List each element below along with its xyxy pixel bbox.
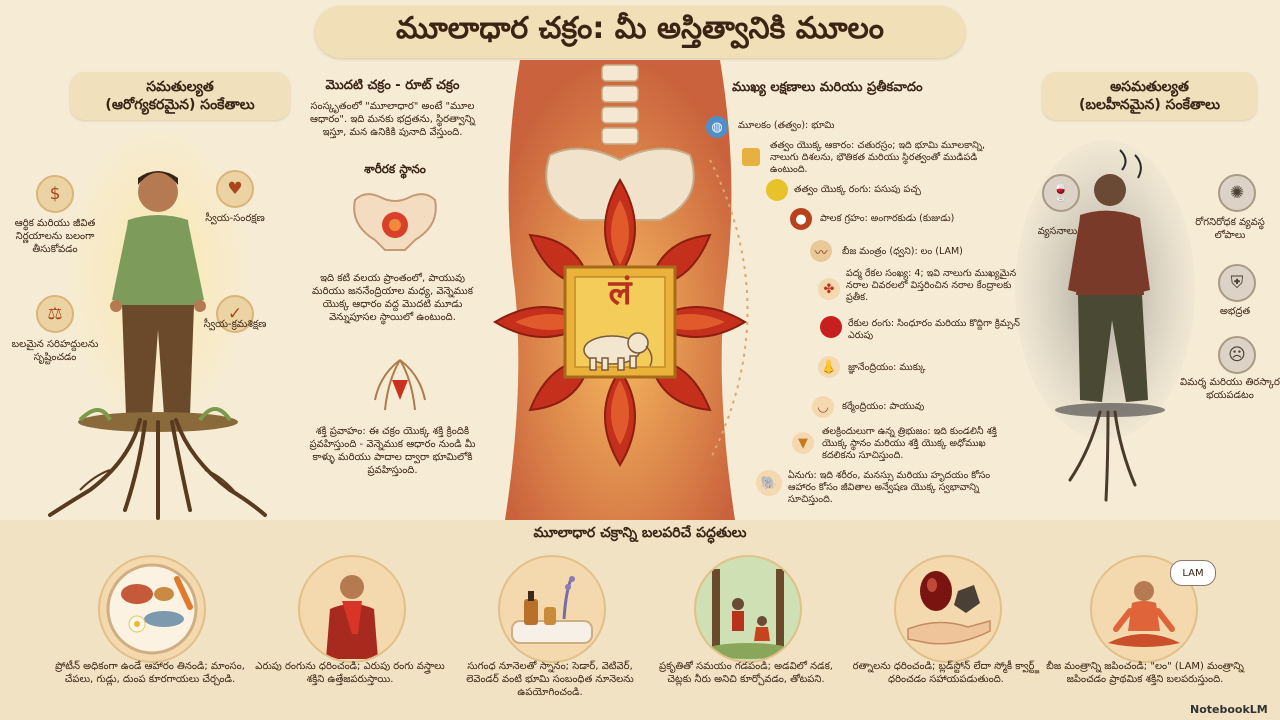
downward-energy-icon [374, 359, 426, 411]
bottle-icon: 🍷 [1042, 174, 1080, 212]
virus-icon: ✺ [1218, 174, 1256, 212]
method-text-6: బీజ మంత్రాన్ని జపించండి; "లం" (LAM) మంత్… [1046, 661, 1244, 685]
title-banner: మూలాధార చక్రం: మీ అస్తిత్వానికి మూలం [315, 6, 965, 58]
heart-hands-icon: ♥ [216, 170, 254, 208]
shield-check-icon: ✓ [216, 295, 254, 333]
symbol-item-triangle: తలక్రిందులుగా ఉన్న త్రిభుజం: ఇది కుండలిన… [822, 426, 997, 461]
imbalance-heading-line1: అసమతుల్యత [1110, 79, 1189, 95]
lam-speech-bubble: LAM [1170, 560, 1216, 586]
imbalance-item-3: అభద్రత [1219, 306, 1251, 317]
square-icon [742, 148, 760, 166]
pelvis-illustration [353, 193, 437, 251]
symbol-item-bija: బీజ మంత్రం (ధ్వని): లం (LAM) [842, 246, 963, 257]
root-chakra-illustration [493, 60, 747, 520]
bija-mantra-glyph: लं [608, 273, 632, 313]
method-text-5: రత్నాలను ధరించండి; బ్లడ్‌స్టోన్ లేదా స్మ… [852, 661, 1040, 685]
oil-bath-icon [498, 555, 606, 663]
method-text-4: ప్రకృతితో సమయం గడపండి; అడవిలో నడక, చెట్ల… [659, 661, 833, 685]
coins-icon: $ [36, 175, 74, 213]
pelvis-icon: ◡ [812, 396, 834, 418]
symbol-item-color: తత్వం యొక్క రంగు: పసుపు పచ్చ [794, 184, 921, 195]
symbol-item-planet: పాలక గ్రహం: అంగారకుడు (కుజుడు) [820, 213, 955, 224]
symbol-item-element: మూలకం (తత్వం): భూమి [738, 120, 835, 131]
yellow-dot-icon [766, 179, 788, 201]
methods-band [0, 520, 1280, 720]
planet-icon: ● [790, 208, 812, 230]
symbol-item-sense: జ్ఞానేంద్రియం: ముక్కు [848, 362, 926, 373]
imbalance-heading-line2: (బలహీనమైన) సంకేతాలు [1079, 97, 1220, 113]
method-text-2: ఎరుపు రంగును ధరించండి; ఎరుపు రంగు వస్త్ర… [255, 661, 445, 685]
imbalance-item-4: విమర్శ మరియు తిరస్కార భయపడటం [1180, 377, 1280, 401]
globe-icon: ◍ [706, 116, 728, 138]
balance-panel-heading: సమతుల్యత (ఆరోగ్యకరమైన) సంకేతాలు [70, 72, 290, 120]
nose-icon: 👃 [818, 356, 840, 378]
first-chakra-text: సంస్కృతంలో "మూలాధార" అంటే "మూల ఆధారం". ఇ… [310, 101, 475, 138]
first-chakra-heading: మొదటి చక్రం - రూట్ చక్రం [325, 78, 460, 93]
shield-broken-icon: ⛨ [1218, 264, 1256, 302]
physical-location-text: ఇది కటి వలయ ప్రాంతంలో, పాయువు మరియు జననే… [311, 273, 473, 323]
balance-item-1: ఆర్థిక మరియు జీవిత నిర్ణయాలను బలంగా తీసు… [14, 218, 96, 255]
balance-item-3: బలమైన సరిహద్దులను సృష్టించడం [11, 339, 99, 363]
symbol-item-shape: తత్వం యొక్క ఆకారం: చతురస్రం; ఇది భూమి మూ… [770, 140, 986, 175]
scales-icon: ⚖ [36, 295, 74, 333]
symbol-item-elephant: ఏనుగు: ఇది శరీరం, మనస్సు మరియు హృదయం కోస… [788, 470, 991, 505]
symbolism-heading: ముఖ్య లక్షణాలు మరియు ప్రతీకవాదం [732, 80, 923, 95]
four-petal-icon: ✤ [818, 278, 840, 300]
energy-flow-text: శక్తి ప్రవాహం: ఈ చక్రం యొక్క శక్తి క్రిం… [309, 426, 476, 476]
notebooklm-watermark: NotebookLM [1190, 703, 1268, 716]
grounded-person-illustration [48, 130, 267, 520]
page-title: మూలాధార చక్రం: మీ అస్తిత్వానికి మూలం [396, 11, 884, 46]
food-plate-icon [98, 555, 206, 663]
sound-wave-icon: 〰 [810, 240, 832, 262]
symbol-item-petals: పద్మ రేకల సంఖ్య: 4; ఇవి నాలుగు ముఖ్యమైన … [846, 268, 1017, 303]
imbalance-item-1: వ్యసనాలు [1037, 226, 1078, 237]
method-text-1: ప్రోటీన్ అధికంగా ఉండే ఆహారం తినండి; మాంస… [55, 661, 245, 685]
balance-item-4: స్వీయ-క్రమశిక్షణ [203, 319, 267, 330]
nature-walk-icon [694, 555, 802, 663]
triangle-icon: ▼ [792, 432, 814, 454]
balance-item-2: స్వీయ-సంరక్షణ [205, 213, 265, 224]
red-clothing-icon [298, 555, 406, 663]
method-text-3: సుగంధ నూనెలతో స్నానం; సెడార్, వెటివెర్, … [466, 661, 634, 698]
elephant-icon: 🐘 [756, 470, 782, 496]
red-dot-icon [820, 316, 842, 338]
imbalance-panel-heading: అసమతుల్యత (బలహీనమైన) సంకేతాలు [1042, 72, 1257, 120]
imbalance-item-2: రోగనిరోధక వ్యవస్థ లోపాలు [1195, 217, 1265, 241]
gemstone-icon [894, 555, 1002, 663]
ungrounded-person-illustration [1015, 140, 1195, 502]
balance-heading-line2: (ఆరోగ్యకరమైన) సంకేతాలు [105, 97, 255, 113]
methods-heading: మూలాధార చక్రాన్ని బలపరిచే పద్ధతులు [533, 525, 747, 541]
physical-location-heading: శారీరక స్థానం [364, 162, 426, 176]
symbol-item-petal-color: రేకుల రంగు: సింధూరం మరియు కొద్దిగా క్రిమ… [848, 318, 1020, 341]
dotted-arc [709, 159, 749, 461]
balance-heading-line1: సమతుల్యత [146, 79, 214, 95]
symbol-item-action: కర్మేంద్రియం: పాయువు [842, 401, 925, 412]
anxious-face-icon: ☹ [1218, 336, 1256, 374]
